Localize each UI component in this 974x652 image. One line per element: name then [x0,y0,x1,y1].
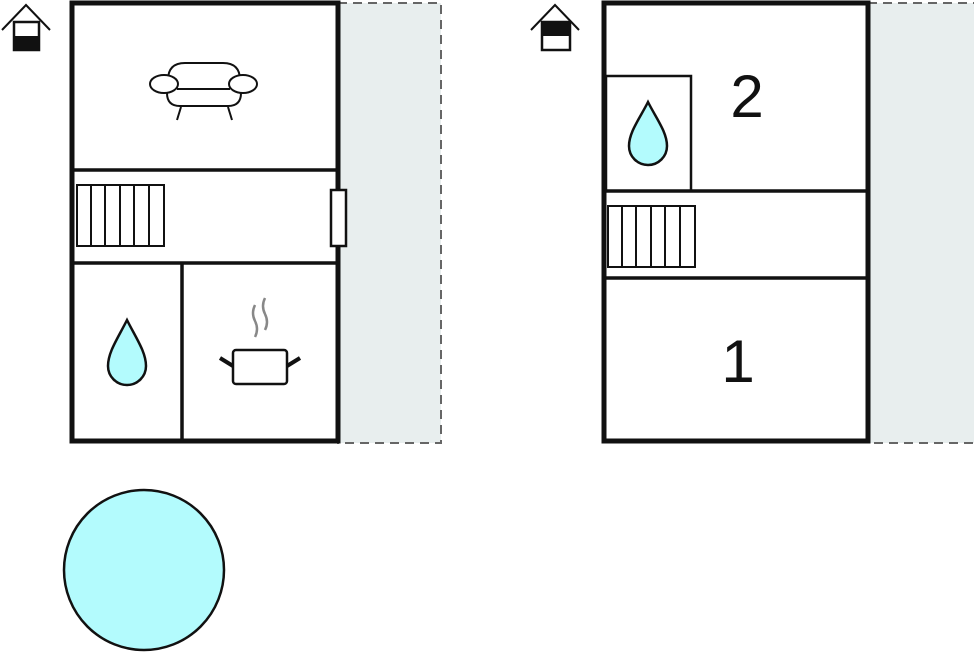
terrace [337,2,442,444]
door-icon [329,188,348,248]
terrace [867,2,974,444]
room-number: 2 [730,63,763,130]
water-drop-icon [106,317,148,387]
stairs-icon [607,205,696,268]
house-upper-floor-icon [530,3,580,52]
upper-floor-outline [601,0,871,444]
stairs-icon [76,184,165,247]
bathroom [604,74,693,193]
cooking-pot-icon [218,297,302,386]
sofa-icon [149,62,258,121]
house-ground-floor-icon [1,3,51,52]
room-number: 1 [721,328,754,395]
water-drop-icon [627,99,669,167]
pool-icon [62,488,226,652]
